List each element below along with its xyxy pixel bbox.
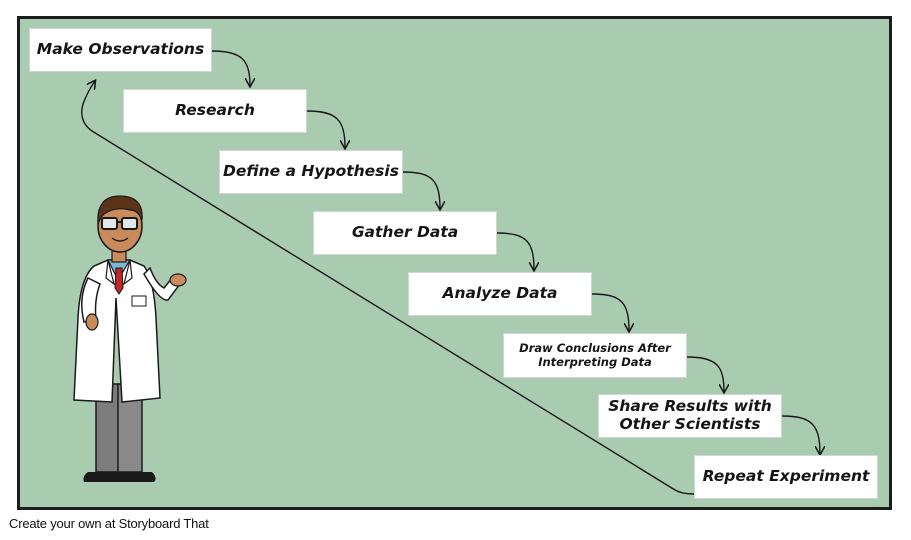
step-analyze-data: Analyze Data bbox=[408, 272, 592, 316]
step-define-hypothesis: Define a Hypothesis bbox=[219, 150, 403, 194]
step-make-observations: Make Observations bbox=[29, 28, 212, 72]
storyboard-credit: Create your own at Storyboard That bbox=[9, 516, 209, 531]
step-research: Research bbox=[123, 89, 307, 133]
step-draw-conclusions: Draw Conclusions After Interpreting Data bbox=[503, 333, 687, 378]
step-share-results: Share Results with Other Scientists bbox=[598, 394, 782, 438]
step-repeat-experiment: Repeat Experiment bbox=[694, 455, 878, 499]
scientist-illustration bbox=[73, 195, 187, 482]
step-gather-data: Gather Data bbox=[313, 211, 497, 255]
